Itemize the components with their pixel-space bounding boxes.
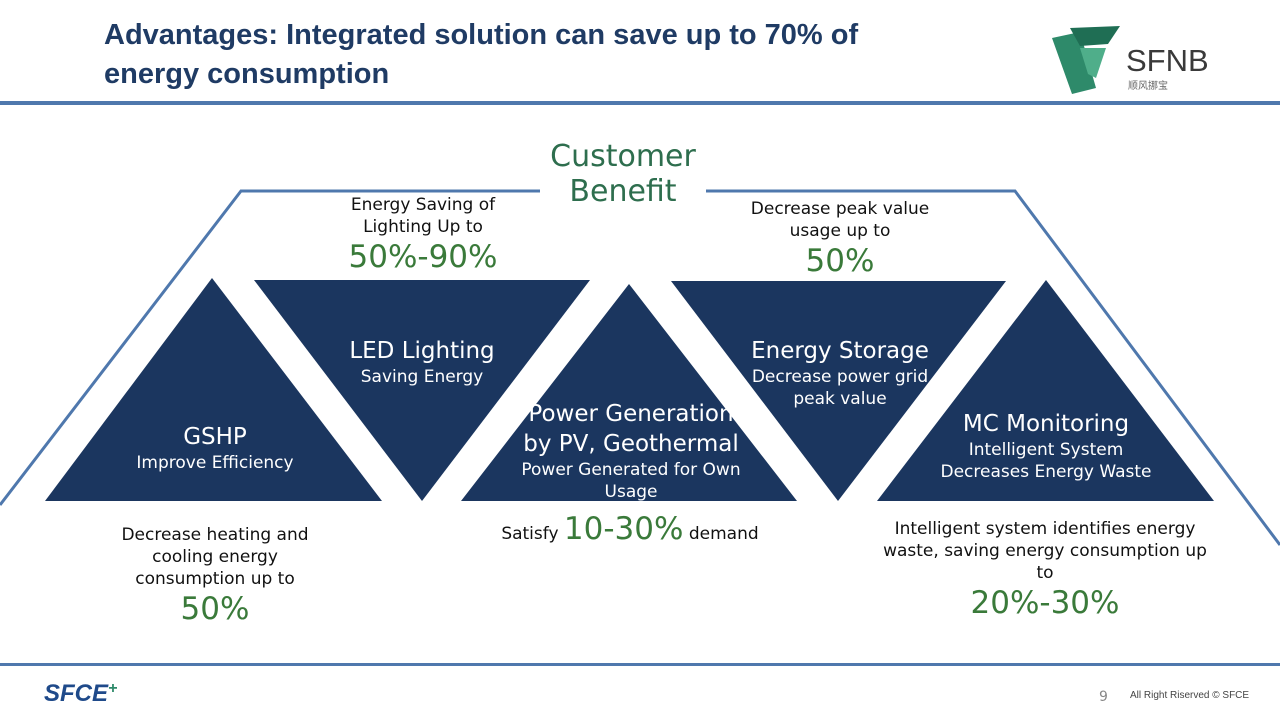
storage-label: Energy Storage Decrease power grid peak … xyxy=(740,336,940,410)
customer-benefit-line1: Customer xyxy=(550,139,696,174)
page-number: 9 xyxy=(1099,689,1108,705)
outer-frame-line xyxy=(0,189,545,506)
storage-subtitle: Decrease power grid peak value xyxy=(751,367,929,409)
page-title-line1: Advantages: Integrated solution can save… xyxy=(104,19,859,51)
storage-title: Energy Storage xyxy=(751,338,929,364)
power-title-line2: by PV, Geothermal xyxy=(523,431,739,457)
monitoring-title: MC Monitoring xyxy=(962,411,1130,437)
monitoring-benefit: Intelligent system identifies energy was… xyxy=(880,518,1210,622)
page-title-line2: energy consumption xyxy=(104,58,390,90)
triangle-led xyxy=(254,280,590,501)
power-benefit-value: 10-30% xyxy=(563,511,684,547)
monitoring-label: MC Monitoring Intelligent System Decreas… xyxy=(926,409,1166,483)
gshp-label: GSHP Improve Efficiency xyxy=(112,422,318,474)
monitoring-subtitle: Intelligent System Decreases Energy Wast… xyxy=(940,440,1152,482)
copyright-text: All Right Riserved © SFCE xyxy=(1130,690,1250,701)
storage-benefit-text: Decrease peak value usage up to xyxy=(750,199,930,241)
customer-benefit-title: Customer Benefit xyxy=(540,139,706,209)
plus-icon: + xyxy=(108,680,118,697)
footer-brand-text: SFCE xyxy=(44,680,109,707)
header-divider xyxy=(0,101,1280,105)
footer-brand-logo: SFCE+ xyxy=(44,680,117,708)
power-benefit-suffix: demand xyxy=(688,524,759,544)
led-title: LED Lighting xyxy=(349,338,495,364)
power-label: Power Generation by PV, Geothermal Power… xyxy=(506,399,756,503)
power-benefit-prefix: Satisfy xyxy=(501,524,559,544)
led-subtitle: Saving Energy xyxy=(360,367,484,387)
power-subtitle: Power Generated for Own Usage xyxy=(521,460,741,502)
power-title-line1: Power Generation xyxy=(528,401,734,427)
footer-divider xyxy=(0,663,1280,666)
storage-benefit: Decrease peak value usage up to 50% xyxy=(740,198,940,280)
monitoring-benefit-text: Intelligent system identifies energy was… xyxy=(883,519,1207,583)
gshp-benefit: Decrease heating and cooling energy cons… xyxy=(110,524,320,628)
monitoring-benefit-value: 20%-30% xyxy=(970,585,1120,621)
led-label: LED Lighting Saving Energy xyxy=(322,336,522,388)
gshp-benefit-text: Decrease heating and cooling energy cons… xyxy=(121,525,309,589)
logo-brand-text: SFNB xyxy=(1126,43,1209,78)
gshp-title: GSHP xyxy=(183,424,247,450)
logo-chinese-text: 顺风挪宝 xyxy=(1128,81,1168,92)
triangle-gshp xyxy=(45,278,382,501)
led-benefit-value: 50%-90% xyxy=(348,239,498,275)
gshp-benefit-value: 50% xyxy=(180,591,250,627)
triangle-power xyxy=(461,284,797,501)
gshp-subtitle: Improve Efficiency xyxy=(136,453,294,473)
power-benefit: Satisfy 10-30% demand xyxy=(480,514,780,545)
storage-benefit-value: 50% xyxy=(805,243,875,279)
outer-frame-line-right xyxy=(694,189,1280,546)
customer-benefit-line2: Benefit xyxy=(569,174,677,209)
sfnb-logo-icon xyxy=(1052,26,1120,94)
triangle-storage xyxy=(671,281,1006,501)
led-benefit: Energy Saving of Lighting Up to 50%-90% xyxy=(340,194,506,276)
led-benefit-text: Energy Saving of Lighting Up to xyxy=(350,195,496,237)
page-title: Advantages: Integrated solution can save… xyxy=(104,16,1004,94)
triangle-monitoring xyxy=(877,280,1214,501)
